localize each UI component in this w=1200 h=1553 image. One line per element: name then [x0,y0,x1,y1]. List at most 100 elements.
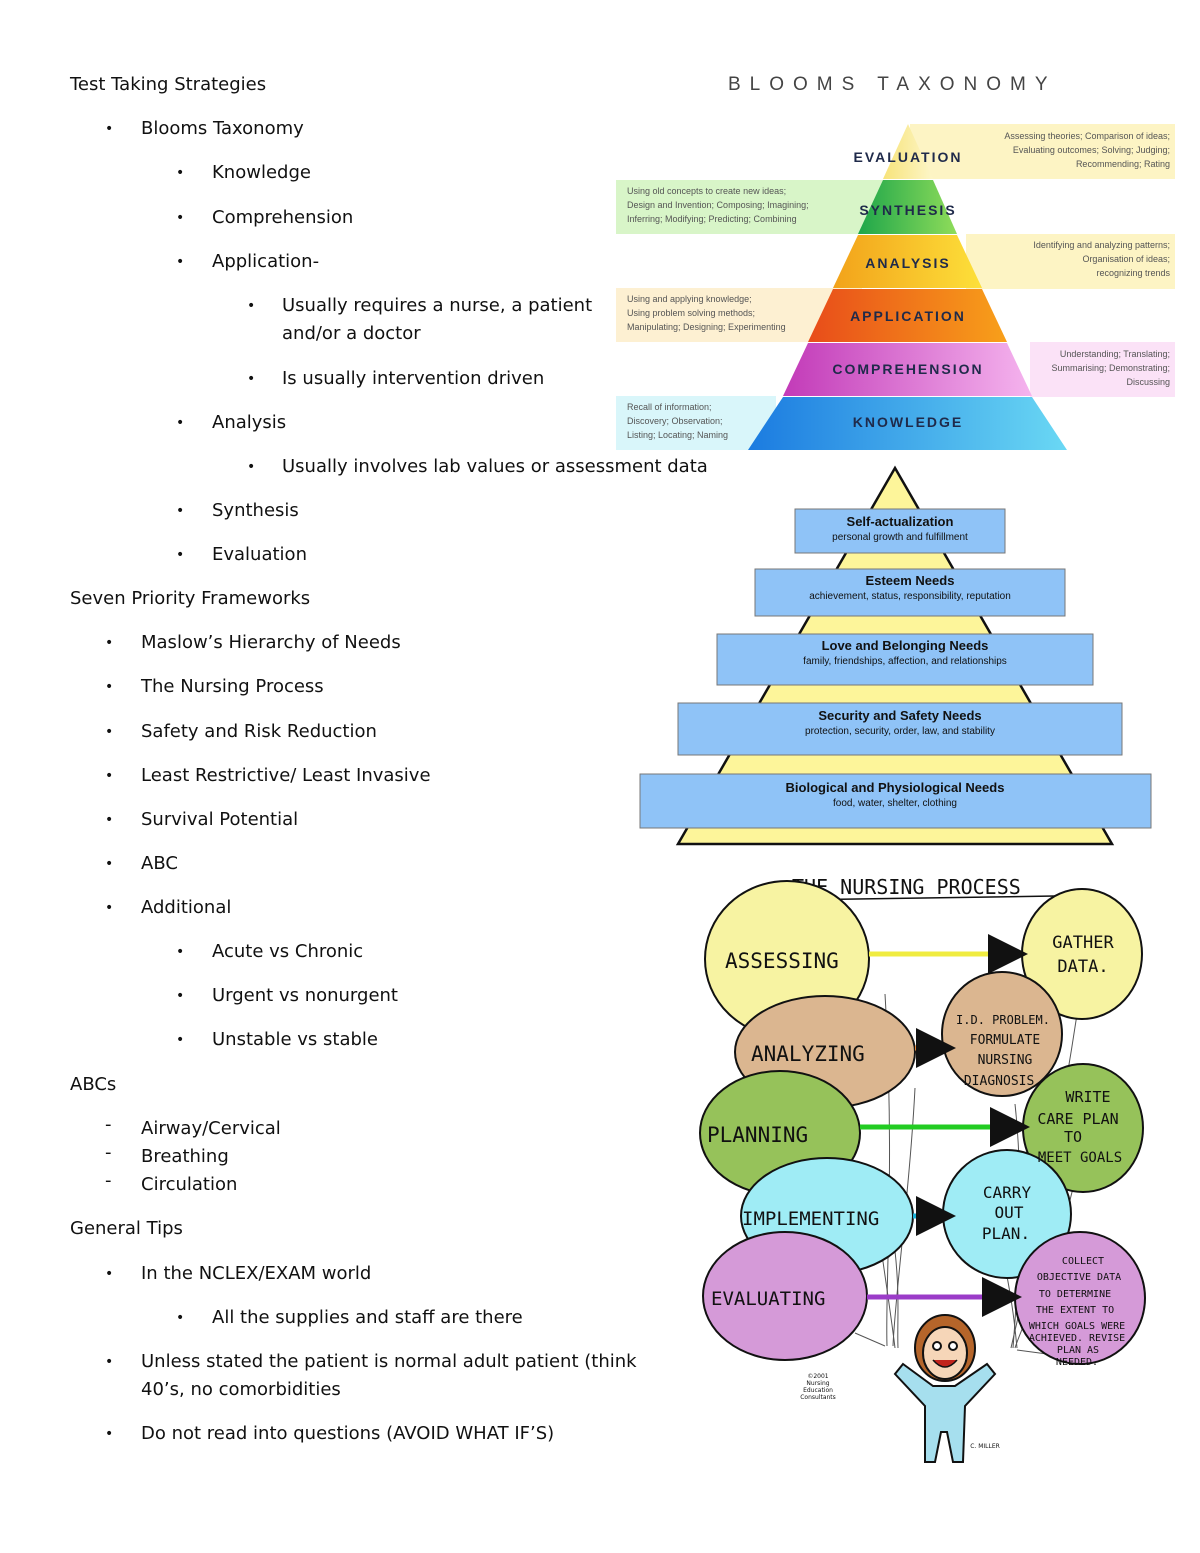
abc-item: Circulation [141,1174,238,1195]
desc-knowledge: Recall of information; [627,402,712,412]
step-assessing: ASSESSING [725,949,839,973]
tier-application [808,289,1007,342]
bullet: • [176,503,185,519]
desc-comprehension: Discussing [1126,377,1170,387]
desc-comprehension: Summarising; Demonstrating; [1051,363,1170,373]
maslow-title-5: Biological and Physiological Needs [786,780,1005,795]
tip-item-line2: 40’s, no comorbidities [141,1379,341,1400]
desc-evaluation: Recommending; Rating [1076,159,1170,169]
credit-line: Consultants [800,1394,836,1401]
additional-item: Acute vs Chronic [212,941,364,962]
maslow-sub-1: personal growth and fulfillment [832,532,968,543]
abc-item: Airway/Cervical [141,1118,281,1139]
outcome-collect: WHICH GOALS WERE [1029,1321,1125,1332]
nursing-process-figure: THE NURSING PROCESS ASSESSING ANALYZING … [699,875,1146,1463]
step-implementing: IMPLEMENTING [742,1208,879,1230]
framework-item: Maslow’s Hierarchy of Needs [141,632,401,653]
outcome-write-plan: TO [1064,1128,1082,1146]
maslow-title-4: Security and Safety Needs [818,708,981,723]
maslow-box-3 [716,633,1094,686]
item-analysis-sub: Usually involves lab values or assessmen… [282,456,708,477]
outcome-id-problem: I.D. PROBLEM. [956,1013,1050,1027]
item-blooms: Blooms Taxonomy [141,118,304,139]
outcome-id-problem: NURSING [978,1053,1033,1068]
tier-comprehension [783,343,1032,396]
tier-knowledge [748,397,1067,450]
band-knowledge [616,396,776,450]
band-analysis [966,234,1175,289]
maslow-pyramid: Self-actualization personal growth and f… [639,465,1152,846]
bullet: • [176,415,185,431]
maslow-box-2 [754,568,1066,617]
outcome-collect: TO DETERMINE [1039,1289,1111,1300]
maslow-sub-5: food, water, shelter, clothing [833,798,957,809]
desc-application: Manipulating; Designing; Experimenting [627,322,786,332]
maslow-title-1: Self-actualization [847,514,954,529]
maslow-sub-3: family, friendships, affection, and rela… [803,656,1007,667]
maslow-title-3: Love and Belonging Needs [822,638,989,653]
item-knowledge: Knowledge [212,162,311,183]
maslow-sub-2: achievement, status, responsibility, rep… [809,591,1011,602]
maslow-title-2: Esteem Needs [866,573,955,588]
outcome-collect: OBJECTIVE DATA [1037,1272,1121,1283]
desc-synthesis: Design and Invention; Composing; Imagini… [627,200,809,210]
bullet: • [176,944,185,960]
bullet: • [105,679,114,695]
item-synthesis: Synthesis [212,500,299,521]
bullet: • [247,371,256,387]
tip-item: Do not read into questions (AVOID WHAT I… [141,1423,555,1444]
tier-label-knowledge: KNOWLEDGE [853,414,964,430]
bullet: • [105,635,114,651]
outcome-collect: THE EXTENT TO [1036,1305,1114,1316]
bullet: • [176,547,185,563]
bullet: • [105,856,114,872]
tier-label-evaluation: EVALUATION [854,149,963,165]
desc-analysis: Identifying and analyzing patterns; [1033,240,1170,250]
tip-item-line1: Unless stated the patient is normal adul… [141,1351,637,1372]
tier-label-synthesis: SYNTHESIS [859,202,956,218]
item-analysis: Analysis [212,412,287,433]
item-app-sub1-line1: Usually requires a nurse, a patient [282,295,593,316]
desc-analysis: recognizing trends [1096,268,1170,278]
outcome-collect: ACHIEVED. REVISE [1029,1333,1125,1344]
outcome-write-plan: MEET GOALS [1038,1150,1122,1166]
item-evaluation: Evaluation [212,544,307,565]
heading-abcs: ABCs [70,1074,117,1095]
tier-label-application: APPLICATION [850,308,966,324]
bullet: • [105,1426,114,1442]
step-planning: PLANNING [707,1123,808,1147]
tier-label-comprehension: COMPREHENSION [832,361,983,377]
tip-sub-item: All the supplies and staff are there [212,1307,523,1328]
desc-evaluation: Assessing theories; Comparison of ideas; [1004,131,1170,141]
additional-item: Unstable vs stable [212,1029,378,1050]
step-evaluating: EVALUATING [711,1288,825,1310]
blooms-title: BLOOMS TAXONOMY [728,74,1057,95]
item-app-sub2: Is usually intervention driven [282,368,545,389]
tip-item: In the NCLEX/EXAM world [141,1263,372,1284]
desc-application: Using problem solving methods; [627,308,755,318]
framework-item: Survival Potential [141,809,299,830]
framework-item: Additional [141,897,232,918]
maslow-box-4 [677,702,1123,756]
item-app-sub1-line2: and/or a doctor [282,323,421,344]
maslow-box-1 [794,508,1006,554]
desc-synthesis: Inferring; Modifying; Predicting; Combin… [627,214,797,224]
maslow-sub-4: protection, security, order, law, and st… [805,726,995,737]
bullet: • [105,768,114,784]
framework-item: Least Restrictive/ Least Invasive [141,765,431,786]
outcome-id-problem: FORMULATE [970,1033,1040,1048]
blooms-taxonomy-figure: BLOOMS TAXONOMY EVALUATION SYNTHESIS ANA… [616,74,1175,450]
nurse-figure-icon [893,1314,997,1463]
bullet: • [247,298,256,314]
bullet: • [176,1310,185,1326]
dash: - [105,1142,112,1163]
item-comprehension: Comprehension [212,207,354,228]
desc-knowledge: Listing; Locating; Naming [627,430,728,440]
framework-item: The Nursing Process [141,676,324,697]
outcome-carry-out: CARRY [983,1183,1032,1202]
outcome-collect: COLLECT [1062,1256,1104,1267]
abc-item: Breathing [141,1146,229,1167]
framework-item: Safety and Risk Reduction [141,721,377,742]
tier-evaluation [883,124,933,179]
desc-knowledge: Discovery; Observation; [627,416,723,426]
